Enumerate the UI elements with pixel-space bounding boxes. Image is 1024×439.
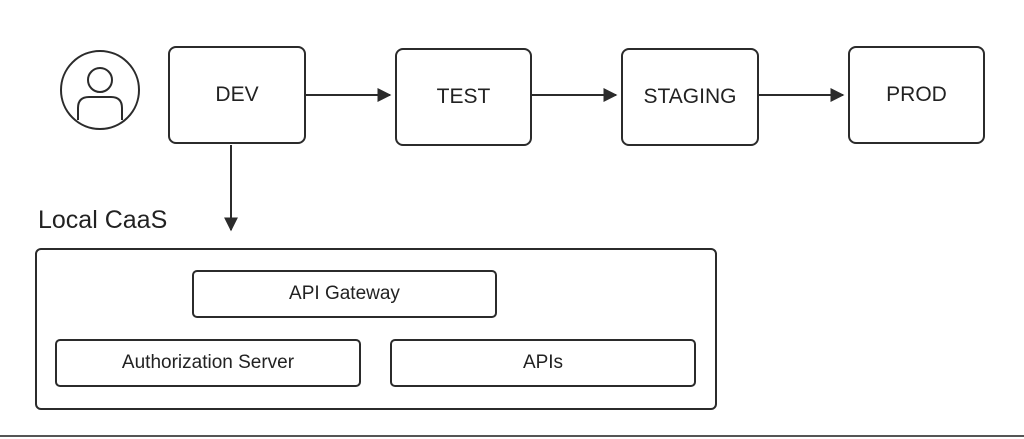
stage-staging: STAGING xyxy=(621,48,759,146)
apis-box: APIs xyxy=(390,339,696,387)
local-caas-title: Local CaaS xyxy=(38,206,168,234)
user-avatar-icon xyxy=(60,50,140,130)
stage-prod: PROD xyxy=(848,46,985,144)
authorization-server-box: Authorization Server xyxy=(55,339,361,387)
api-gateway-box: API Gateway xyxy=(192,270,497,318)
local-caas-container xyxy=(35,248,717,410)
stage-test: TEST xyxy=(395,48,532,146)
bottom-divider xyxy=(0,435,1024,437)
stage-dev: DEV xyxy=(168,46,306,144)
